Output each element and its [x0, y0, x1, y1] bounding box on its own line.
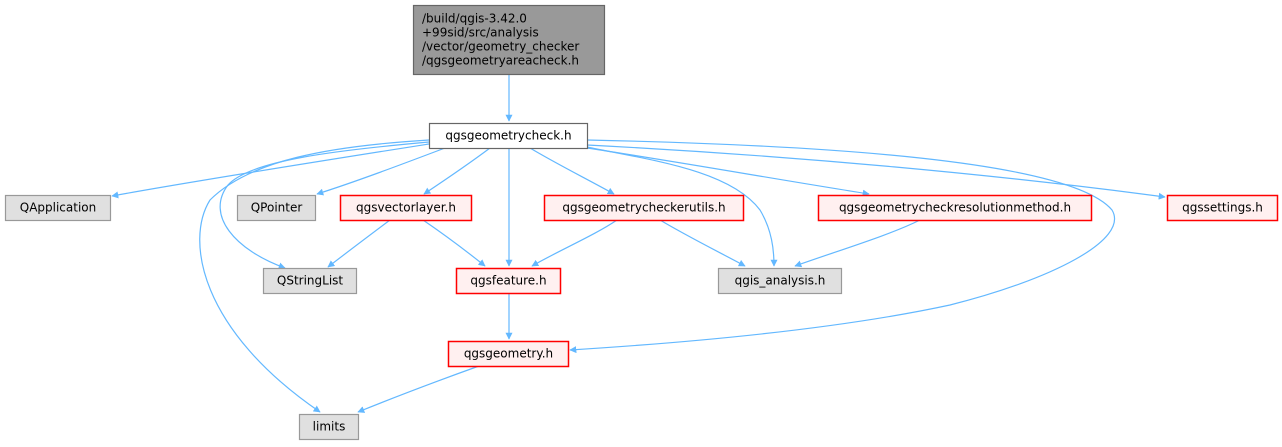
- edge-qgsgeometrycheckresolutionmethod-to-qgis_analysis: [794, 219, 921, 268]
- edges-layer: [111, 74, 1166, 413]
- edge-qgsgeometrycheck-to-QApplication: [111, 143, 430, 199]
- node-label: qgssettings.h: [1182, 201, 1263, 215]
- node-qgis-analysis[interactable]: qgis_analysis.h: [717, 267, 843, 295]
- edge-qgsgeometrycheckerutils-to-qgis_analysis: [659, 219, 746, 267]
- node-box: [298, 413, 360, 441]
- node-label: QStringList: [277, 274, 344, 288]
- node-box: [717, 267, 843, 295]
- node-box: [412, 4, 606, 76]
- edge-qgsgeometrycheck-to-qgsvectorlayer: [423, 147, 491, 195]
- node-qgsvectorlayer[interactable]: qgsvectorlayer.h: [339, 194, 473, 222]
- node-box: [447, 340, 570, 368]
- node-label: qgsgeometry.h: [464, 347, 553, 361]
- node-qgsgeometry[interactable]: qgsgeometry.h: [447, 340, 570, 368]
- node-qgsfeature[interactable]: qgsfeature.h: [455, 267, 562, 295]
- node-qpointer[interactable]: QPointer: [236, 194, 317, 222]
- edge-qgsgeometrycheck-to-qgis_analysis: [586, 146, 778, 267]
- node-label: qgsgeometrycheck.h: [445, 129, 571, 143]
- edge-qgsvectorlayer-to-qgsfeature: [422, 219, 486, 267]
- node-qgsgeometrycheck[interactable]: qgsgeometrycheck.h: [428, 122, 589, 150]
- node-label: qgis_analysis.h: [735, 274, 826, 288]
- node-qgssettings[interactable]: qgssettings.h: [1166, 194, 1279, 222]
- node-label: +99sid/src/analysis: [422, 26, 539, 40]
- edge-qgsgeometrycheck-to-qgsgeometry: [569, 139, 1115, 354]
- edge-qgsgeometrycheck-to-qgssettings: [586, 144, 1166, 200]
- node-label: limits: [313, 420, 346, 434]
- node-label: /vector/geometry_checker: [422, 40, 579, 54]
- edge-qgsvectorlayer-to-QStringList: [327, 219, 391, 268]
- node-box: [262, 267, 358, 295]
- node-label: qgsfeature.h: [470, 274, 546, 288]
- edge-qgsgeometry-to-limits: [357, 365, 480, 413]
- edge-qgsgeometrycheck-to-QStringList: [219, 141, 430, 270]
- node-box: [428, 122, 589, 150]
- edge-qgsgeometrycheck-to-QPointer: [316, 147, 446, 196]
- node-box: [817, 194, 1093, 222]
- node-qgsgeometrycheckresolutionmethod[interactable]: qgsgeometrycheckresolutionmethod.h: [817, 194, 1093, 222]
- node-label: qgsgeometrycheckerutils.h: [562, 201, 725, 215]
- node-label: qgsvectorlayer.h: [356, 201, 456, 215]
- node-qapplication[interactable]: QApplication: [4, 194, 112, 222]
- edge-qgsgeometrycheckerutils-to-qgsfeature: [531, 219, 618, 267]
- node-qstringlist[interactable]: QStringList: [262, 267, 358, 295]
- node-box: [4, 194, 112, 222]
- node-limits[interactable]: limits: [298, 413, 360, 441]
- node-label: QPointer: [251, 201, 303, 215]
- node-qgsgeometrycheckerutils[interactable]: qgsgeometrycheckerutils.h: [543, 194, 745, 222]
- edge-qgsgeometrycheck-to-qgsgeometrycheckerutils: [529, 147, 615, 195]
- edge-qgsgeometrycheck-to-limits: [199, 139, 430, 413]
- node-label: /build/qgis-3.42.0: [422, 12, 527, 26]
- node-box: [543, 194, 745, 222]
- node-label: QApplication: [20, 201, 97, 215]
- node-box: [339, 194, 473, 222]
- nodes-layer: /build/qgis-3.42.0+99sid/src/analysis/ve…: [4, 4, 1279, 441]
- node-box: [236, 194, 317, 222]
- node-root: /build/qgis-3.42.0+99sid/src/analysis/ve…: [412, 4, 606, 76]
- node-label: qgsgeometrycheckresolutionmethod.h: [839, 201, 1071, 215]
- node-box: [1166, 194, 1279, 222]
- node-box: [455, 267, 562, 295]
- node-label: /qgsgeometryareacheck.h: [422, 54, 579, 68]
